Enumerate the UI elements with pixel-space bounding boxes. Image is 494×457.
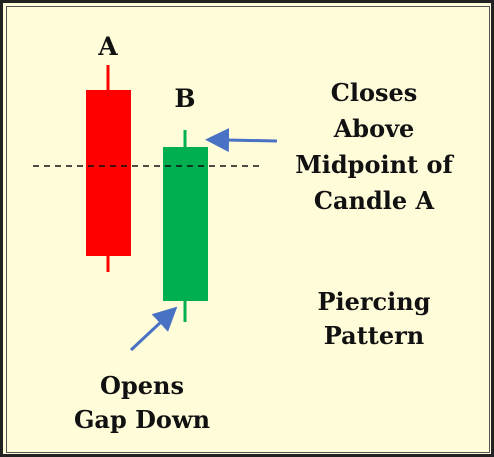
pattern-name-line-2: Pattern	[323, 321, 425, 350]
candle-a-label: A	[98, 32, 118, 61]
opens-gap-note: Opens Gap Down	[62, 369, 222, 437]
arrow-up-right-icon	[129, 306, 178, 352]
closes-above-line-4: Candle A	[313, 186, 435, 215]
pattern-name-note: Piercing Pattern	[294, 285, 454, 353]
pattern-name-line-1: Piercing	[317, 287, 431, 316]
candle-b-body	[163, 147, 208, 301]
candle-b-label: B	[174, 84, 196, 113]
candle-a-body	[86, 90, 131, 256]
closes-above-line-2: Above	[333, 114, 415, 143]
opens-gap-line-2: Gap Down	[73, 405, 211, 434]
arrow-left-icon	[205, 128, 278, 153]
closes-above-note: Closes Above Midpoint of Candle A	[294, 75, 454, 219]
closes-above-line-1: Closes	[330, 78, 418, 107]
diagram-inner-border	[6, 6, 490, 453]
opens-gap-line-1: Opens	[100, 371, 184, 400]
closes-above-line-3: Midpoint of	[295, 150, 453, 179]
